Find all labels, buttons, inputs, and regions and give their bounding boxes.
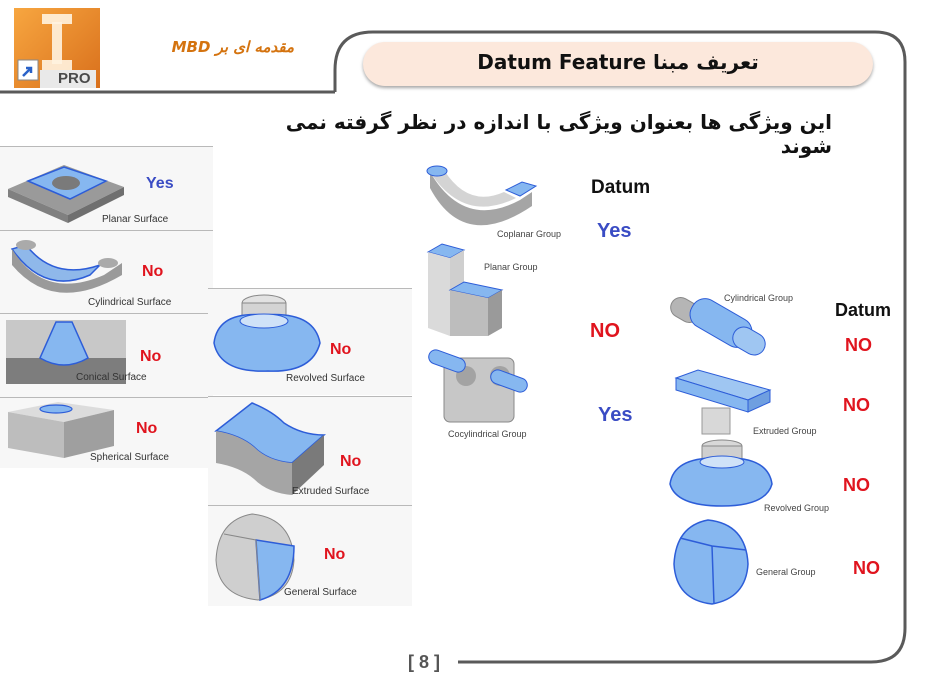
caption-spherical-surface: Spherical Surface	[90, 452, 169, 463]
panel-revolved-surface: No Revolved Surface	[208, 288, 412, 395]
conical-surface-icon	[6, 320, 126, 384]
answer-revolved-group: NO	[843, 475, 870, 495]
caption-cylindrical-group: Cylindrical Group	[724, 293, 794, 303]
caption-revolved-surface: Revolved Surface	[286, 373, 365, 384]
panel-planar-surface: Yes Planar Surface	[0, 146, 213, 230]
answer-general-group: NO	[853, 558, 880, 578]
panel-general-surface: No General Surface	[208, 505, 412, 606]
answer-revolved-surface: No	[330, 341, 352, 358]
panel-spherical-surface: No Spherical Surface	[0, 397, 213, 468]
caption-coplanar-group: Coplanar Group	[497, 229, 562, 239]
caption-general-surface: General Surface	[284, 587, 357, 598]
spherical-surface-icon	[8, 402, 114, 458]
answer-cylindrical-surface: No	[142, 263, 164, 280]
panel-cylindrical-surface: No Cylindrical Surface	[0, 230, 213, 313]
revolved-group-icon	[669, 439, 773, 507]
general-group-icon	[673, 519, 749, 605]
caption-extruded-group: Extruded Group	[753, 426, 817, 436]
app-logo: PRO	[14, 8, 100, 88]
answer-cylindrical-group: NO	[845, 335, 872, 355]
extruded-group-icon	[674, 369, 772, 435]
caption-cocylindrical-group: Cocylindrical Group	[448, 429, 527, 439]
answer-extruded-group: NO	[843, 395, 870, 415]
caption-revolved-group: Revolved Group	[764, 503, 830, 513]
logo-mark-icon	[17, 14, 96, 88]
answer-general-surface: No	[324, 546, 346, 563]
logo-badge: PRO	[58, 70, 91, 87]
coplanar-group-icon	[426, 165, 538, 226]
datum-label-2: Datum	[835, 300, 892, 320]
main-heading: این ویژگی ها بعنوان ویژگی با اندازه در ن…	[285, 110, 832, 158]
planar-surface-icon	[8, 165, 124, 223]
planar-group-icon	[426, 243, 504, 336]
cylindrical-surface-icon	[10, 240, 122, 293]
panel-conical-surface: No Conical Surface	[0, 313, 213, 397]
extruded-surface-icon	[214, 402, 326, 495]
general-surface-icon	[215, 513, 295, 601]
caption-conical-surface: Conical Surface	[76, 372, 147, 383]
panel-extruded-surface: No Extruded Surface	[208, 396, 412, 505]
caption-planar-surface: Planar Surface	[102, 214, 169, 225]
caption-planar-group: Planar Group	[484, 262, 538, 272]
page-title: تعریف مبنا Datum Feature	[477, 50, 759, 74]
answer-coplanar-group: Yes	[597, 220, 632, 242]
answer-planar-surface: Yes	[146, 175, 174, 192]
answer-spherical-surface: No	[136, 420, 158, 437]
slide-subtitle: مقدمه ای بر MBD	[171, 38, 294, 56]
answer-conical-surface: No	[140, 348, 162, 365]
caption-extruded-surface: Extruded Surface	[292, 486, 370, 497]
datum-label-1: Datum	[591, 177, 651, 198]
title-bar	[363, 42, 873, 86]
answer-cocylindrical-group: Yes	[598, 404, 633, 426]
cocylindrical-group-icon	[428, 349, 528, 423]
page-number: [ 8 ]	[408, 652, 441, 672]
caption-cylindrical-surface: Cylindrical Surface	[88, 297, 172, 308]
revolved-surface-icon	[213, 294, 321, 372]
caption-general-group: General Group	[756, 567, 816, 577]
answer-extruded-surface: No	[340, 453, 362, 470]
answer-planar-group: NO	[590, 320, 620, 342]
cylindrical-group-icon	[670, 297, 766, 356]
